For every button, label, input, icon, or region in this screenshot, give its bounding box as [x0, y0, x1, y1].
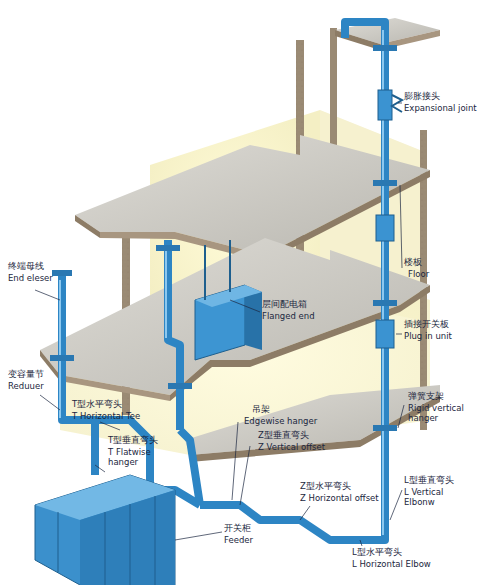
callout-label: Expansional joint: [404, 104, 477, 114]
callout-label: L型垂直弯头: [404, 476, 454, 486]
callout-label: T Flatwise hanger: [108, 448, 160, 468]
callout-label: Edgewise hanger: [244, 417, 317, 427]
callout-label: 吊架: [252, 405, 270, 415]
callout-label: 开关柜: [224, 524, 251, 534]
callout-label: Flanged end: [262, 312, 315, 322]
callout-label: 终端母线: [8, 262, 44, 272]
callout-label: T型水平弯头: [72, 400, 122, 410]
callout-label: L Horizontal Elbow: [352, 560, 431, 570]
callout-label: 膨胀接头: [404, 92, 440, 102]
callout-label: Z型水平弯头: [300, 482, 351, 492]
callout-label: 插接开关板: [404, 320, 449, 330]
callout-label: Plug in unit: [404, 332, 452, 342]
callout-label: Rigid vertical hanger: [408, 404, 470, 424]
callout-label: 楼板: [404, 258, 422, 268]
callout-label: Feeder: [224, 536, 253, 546]
callout-label: 层间配电箱: [262, 300, 307, 310]
callout-label: 变容量节: [8, 370, 44, 380]
callout-label: T Horizontal Tee: [72, 412, 140, 422]
callout-label: Reduuer: [8, 382, 44, 392]
callout-label: Z Vertical offset: [258, 443, 325, 453]
callout-label: L型水平弯头: [352, 548, 402, 558]
callout-label: End eleser: [8, 274, 53, 284]
callout-label: T型垂直弯头: [108, 436, 158, 446]
callout-label: Floor: [408, 270, 429, 280]
callout-label: Z Horizontal offset: [300, 494, 379, 504]
callout-label: L Vertical Elbonw: [404, 488, 454, 508]
callout-label: 弹簧支架: [408, 392, 444, 402]
callout-label: Z型垂直弯头: [258, 431, 309, 441]
